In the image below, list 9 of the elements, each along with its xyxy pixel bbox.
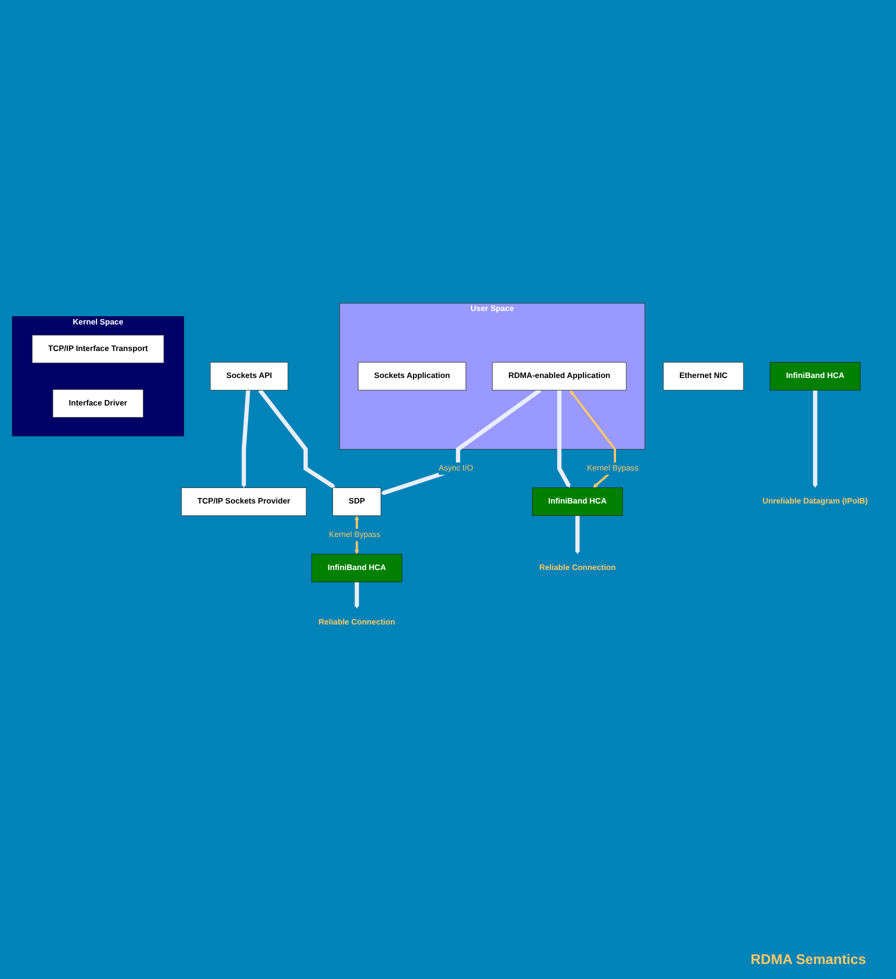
arrow: [354, 582, 360, 609]
note-text: RDMA Semantics: [750, 951, 866, 967]
arrow: [570, 390, 616, 488]
arrow: [380, 388, 542, 496]
arrow: [557, 390, 571, 488]
arrow: [258, 389, 336, 489]
arrow: [242, 390, 250, 488]
arrow: [575, 516, 580, 554]
arrow: [812, 390, 818, 488]
